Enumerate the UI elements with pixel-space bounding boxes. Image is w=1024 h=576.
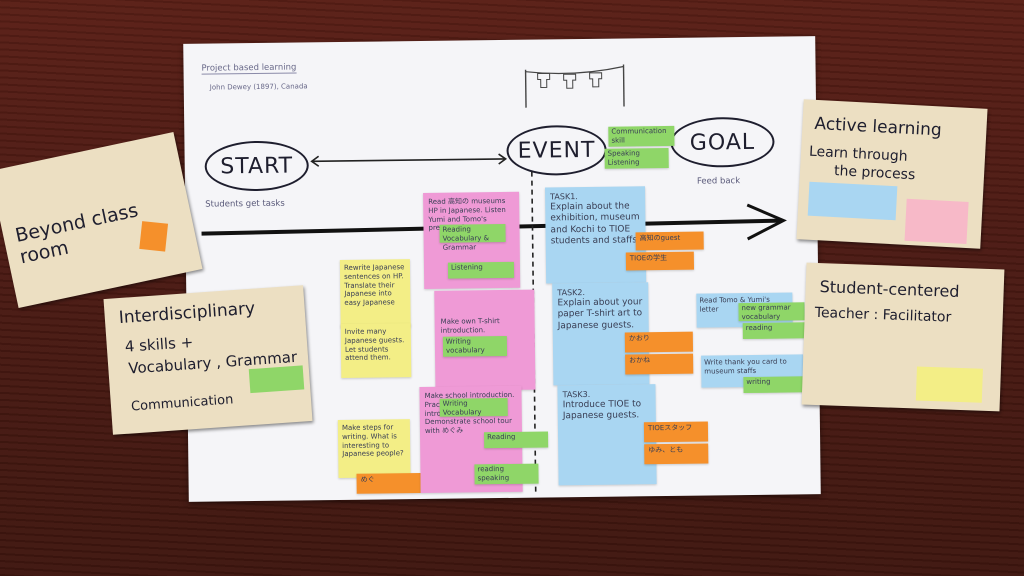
note-tshirt-intro-text: Make own T-shirt introduction.: [440, 317, 500, 335]
card-active-learning: Active learning Learn through the proces…: [796, 99, 988, 249]
note-orange-left: めぐ: [356, 473, 421, 494]
tag-writing-vocab: Writing vocabulary: [442, 335, 508, 357]
sticky-yellow-card: [915, 366, 983, 403]
tag-listening: Listening: [447, 261, 515, 279]
note-task3: TASK3. Introduce TIOE to Japanese guests…: [557, 384, 657, 486]
card-interdisciplinary: Interdisciplinary 4 skills + Vocabulary …: [103, 285, 313, 435]
note-rewrite-japanese: Rewrite Japanese sentences on HP. Transl…: [339, 259, 411, 328]
goal-bubble: GOAL: [670, 116, 775, 168]
sticky-green-card: [248, 365, 305, 394]
clothesline-icon: [524, 64, 625, 108]
tag-yumi-tomo: ゆみ、とも: [644, 443, 709, 465]
tag-reading-right: reading: [742, 322, 805, 340]
card-student-centered-line: Teacher : Facilitator: [814, 304, 952, 326]
goal-caption: Feed back: [696, 176, 741, 187]
card-active-learning-title: Active learning: [813, 113, 943, 141]
tag-reading: Reading: [483, 431, 549, 449]
tag-writing-right: writing: [743, 376, 806, 394]
tag-okane: おかね: [625, 353, 694, 375]
event-bubble: EVENT: [506, 124, 607, 176]
sticky-blue-card: [807, 181, 898, 221]
card-beyond-classroom: Beyond class room: [0, 131, 203, 309]
sticky-orange-small: [139, 221, 169, 252]
card-student-centered: Student-centered Teacher : Facilitator: [801, 262, 1005, 412]
tag-tioe-staff: TIOEスタッフ: [643, 421, 709, 443]
card-interdisciplinary-title: Interdisciplinary: [118, 298, 256, 329]
card-student-centered-title: Student-centered: [819, 277, 960, 301]
sticky-pink-card: [904, 198, 969, 244]
tag-writing-vocab-2: Writing Vocabulary: [439, 397, 508, 417]
task1-text: Explain about the exhibition, museum and…: [550, 201, 640, 247]
note-speaking-listening: Speaking Listening: [604, 147, 669, 169]
task2-text: Explain about your paper T-shirt art to …: [557, 297, 643, 331]
card-interdisciplinary-comm: Communication: [130, 392, 234, 415]
card-active-learning-line2: the process: [833, 162, 916, 184]
start-event-arrow-icon: [310, 153, 508, 167]
poster-sheet: Project based learning John Dewey (1897)…: [183, 36, 821, 502]
note-invite-guests: Invite many Japanese guests. Let student…: [340, 323, 412, 378]
note-communication-skill: Communication skill: [608, 125, 675, 147]
note-make-steps: Make steps for writing. What is interest…: [337, 419, 411, 479]
card-interdisciplinary-skills: 4 skills +: [124, 333, 194, 356]
tag-tioe-student: TIOEの学生: [625, 251, 695, 271]
tag-kaori: かおり: [624, 331, 694, 353]
tag-kochi-guest: 高知のguest: [635, 231, 704, 251]
task3-text: Introduce TIOE to Japanese guests.: [562, 399, 642, 422]
start-bubble: START: [204, 140, 310, 192]
poster-header-author: John Dewey (1897), Canada: [209, 82, 308, 92]
tag-reading-speaking: reading speaking: [474, 463, 539, 485]
poster-header-title: Project based learning: [201, 62, 297, 75]
tag-new-grammar: new grammar vocabulary: [738, 302, 805, 322]
card-active-learning-line1: Learn through: [808, 143, 908, 165]
tag-reading-vocab: Reading Vocabulary & Grammar: [439, 223, 506, 251]
